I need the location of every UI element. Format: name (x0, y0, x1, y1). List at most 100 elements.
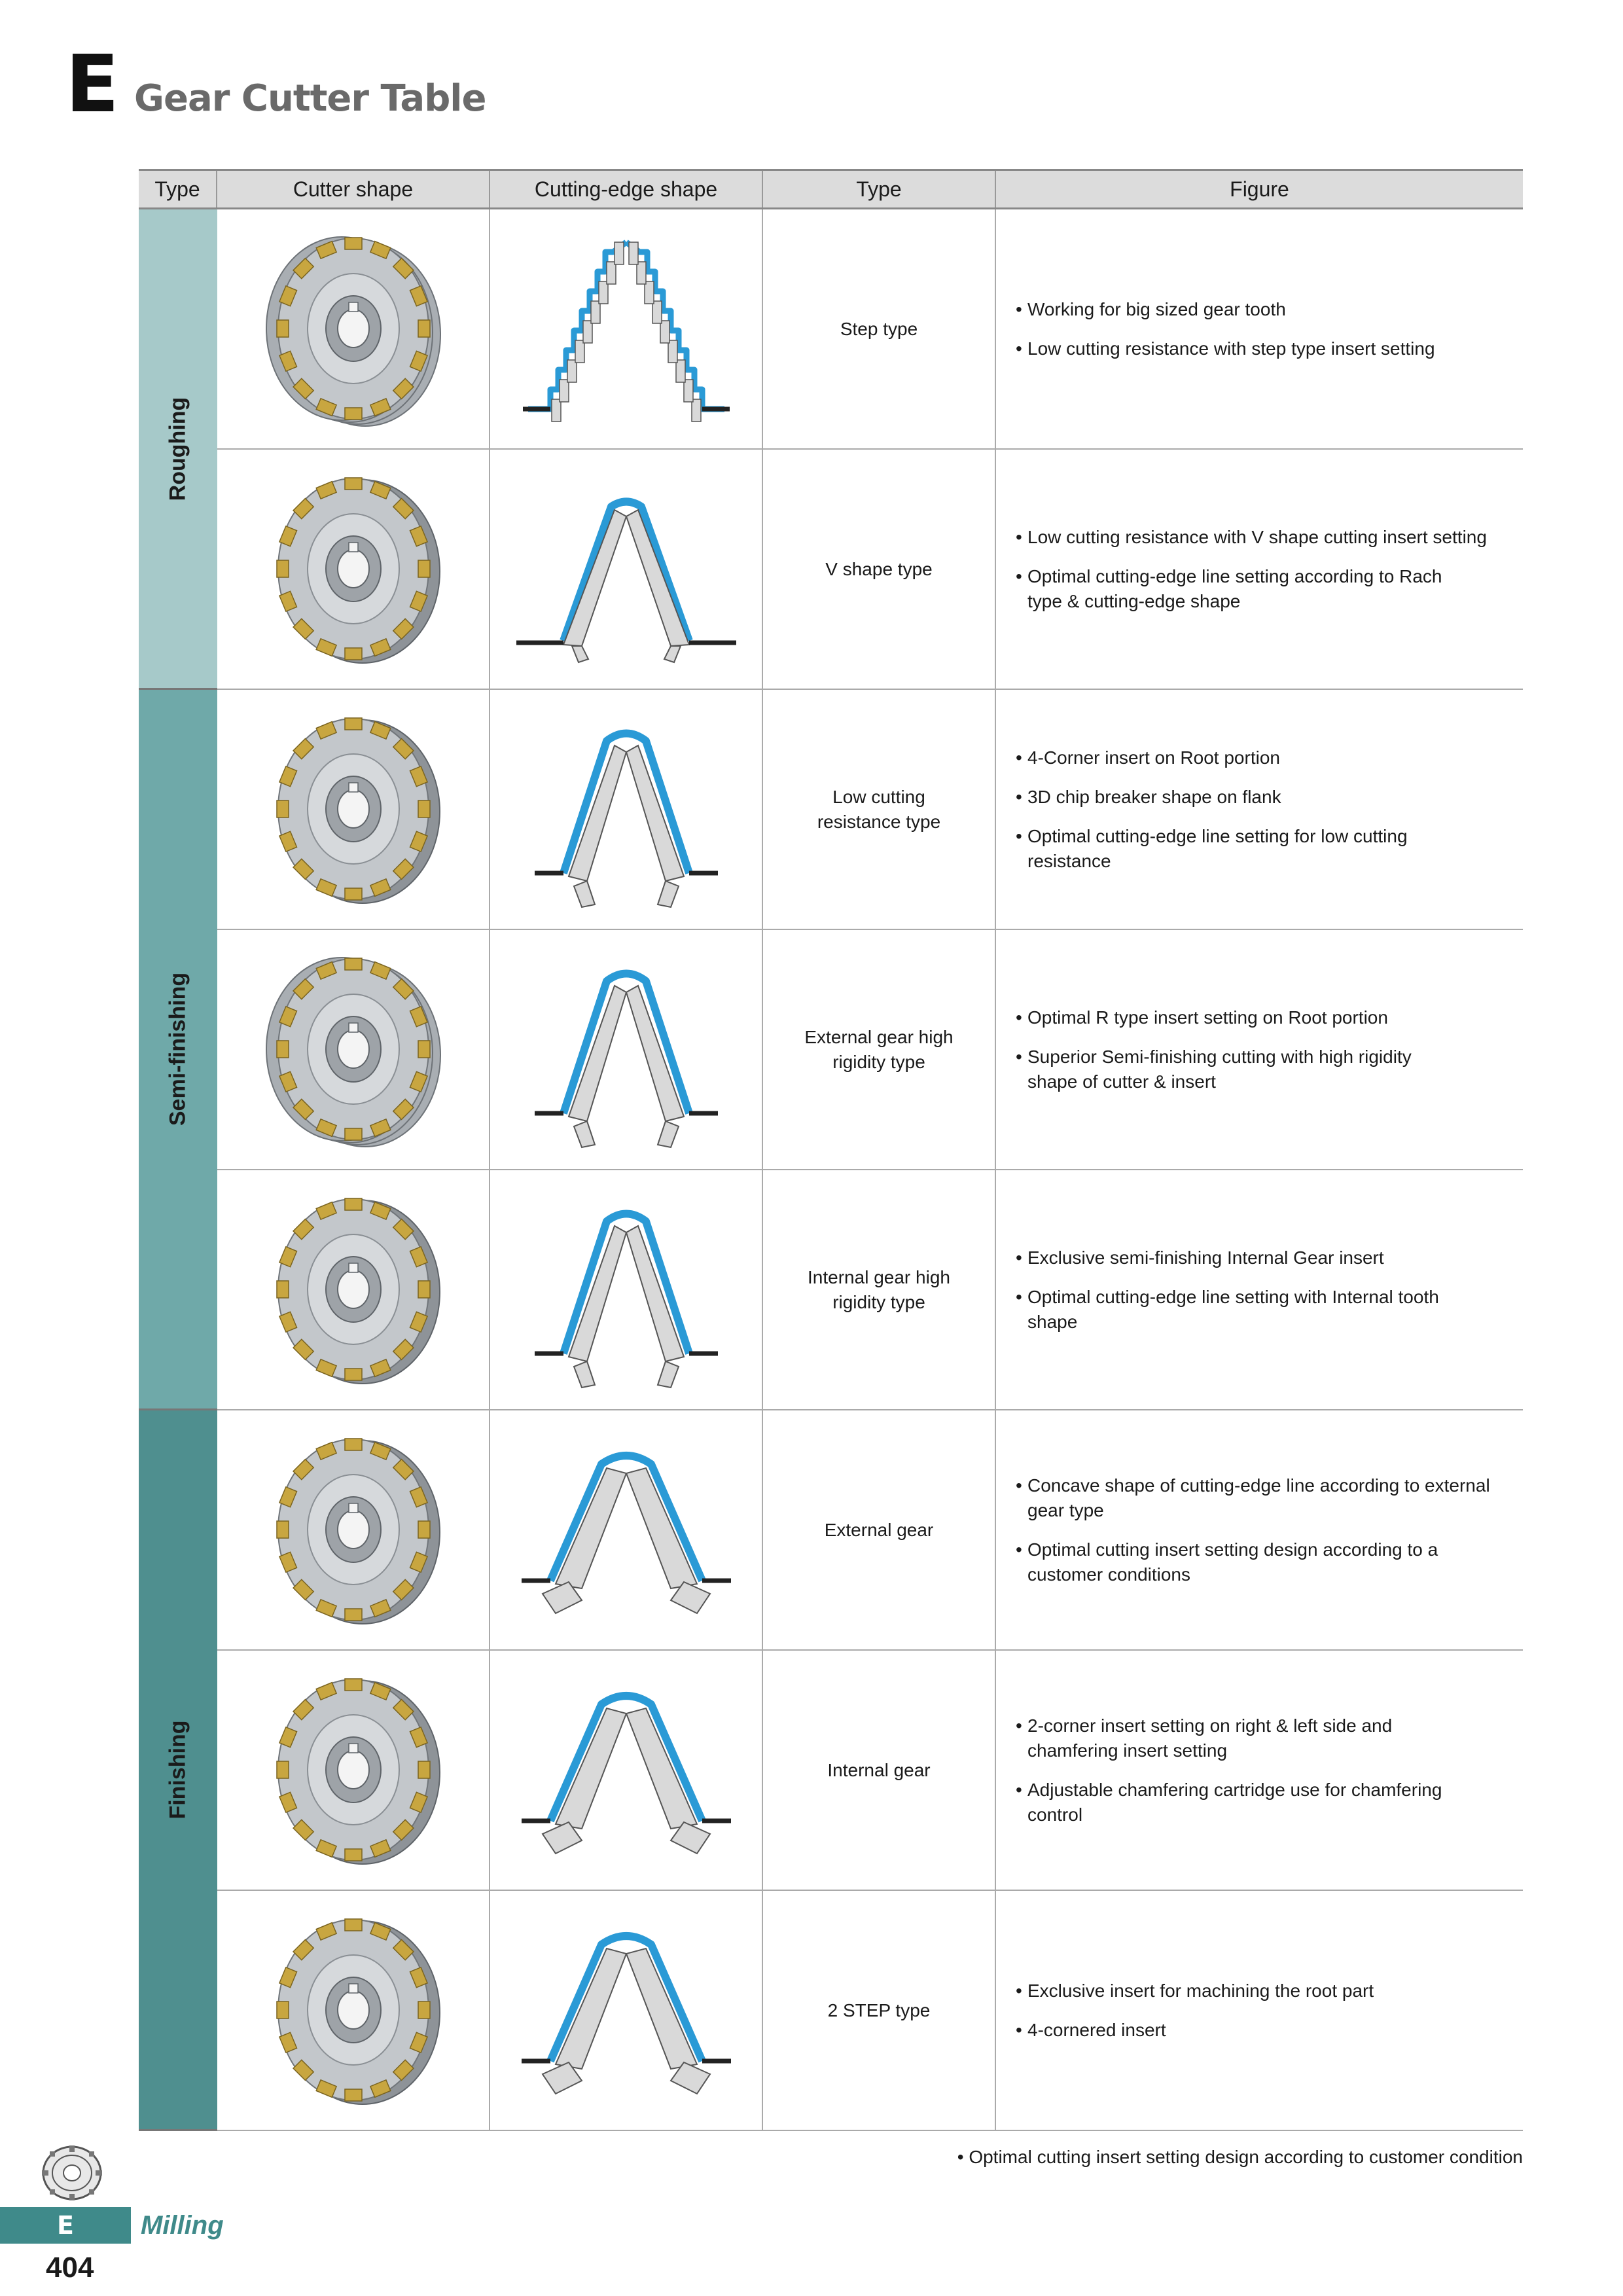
cutter-shape-cell (217, 1170, 490, 1409)
figure-item: Working for big sized gear tooth (1016, 297, 1516, 322)
gear-cutter-image (276, 477, 440, 664)
figure-item: 2-corner insert setting on right & left … (1016, 1713, 1516, 1763)
cutter-shape-cell (217, 690, 490, 929)
cutter-shape-cell (217, 1410, 490, 1649)
cutter-shape-cell (217, 209, 490, 448)
cutting-edge-diagram (522, 1692, 731, 1855)
figure-list: Optimal R type insert setting on Root po… (1016, 1005, 1516, 1094)
group-label: Semi-finishing (165, 972, 190, 1126)
type-cell: V shape type (763, 450, 996, 689)
figure-item: Superior Semi-finishing cutting with hig… (1016, 1045, 1516, 1094)
figure-list: Exclusive insert for machining the root … (1016, 1979, 1516, 2043)
type-cell: Internal gear (763, 1651, 996, 1890)
cutting-edge-diagram (522, 1932, 731, 2095)
gear-cutter-image (276, 1918, 440, 2105)
figure-list: 4-Corner insert on Root portion3D chip b… (1016, 745, 1516, 874)
figure-item: Optimal cutting-edge line setting accord… (1016, 564, 1516, 614)
type-label: V shape type (825, 558, 933, 579)
cutting-edge-diagram (516, 497, 736, 664)
cutting-edge-diagram (522, 1452, 731, 1615)
group-label: Roughing (165, 397, 190, 501)
cutter-shape-cell (217, 1651, 490, 1890)
figure-item: Optimal cutting-edge line setting with I… (1016, 1285, 1516, 1335)
cutting-edge-diagram (523, 240, 730, 422)
table-row: Low cutting resistance type 4-Corner inse… (217, 690, 1523, 930)
figure-item: Exclusive insert for machining the root … (1016, 1979, 1516, 2003)
figure-item: Low cutting resistance with V shape cutt… (1016, 525, 1516, 550)
table-row: Internal gear 2-corner insert setting on … (217, 1651, 1523, 1891)
figure-list: Working for big sized gear toothLow cutt… (1016, 297, 1516, 361)
header-figure: Figure (1230, 177, 1289, 201)
section-letter: E (65, 39, 119, 130)
figure-item: 4-cornered insert (1016, 2018, 1516, 2043)
cutter-shape-cell (217, 450, 490, 689)
type-cell: Step type (763, 209, 996, 448)
cutting-edge-diagram (535, 729, 718, 908)
cutting-edge-cell (490, 690, 763, 929)
figure-cell: Concave shape of cutting-edge line accor… (996, 1410, 1523, 1649)
cutter-shape-cell (217, 930, 490, 1169)
table-header: Type Cutter shape Cutting-edge shape Typ… (139, 169, 1523, 209)
gear-cutter-image (266, 957, 441, 1147)
header-type: Type (763, 171, 996, 207)
cutter-logo-icon (42, 2145, 102, 2200)
table-row: External gear Concave shape of cutting-ed… (217, 1410, 1523, 1651)
group-0: Roughing (139, 209, 217, 690)
table-row: V shape type Low cutting resistance with … (217, 450, 1523, 690)
section-badge: E (0, 2207, 131, 2244)
cutting-edge-cell (490, 450, 763, 689)
figure-item: Optimal R type insert setting on Root po… (1016, 1005, 1516, 1030)
figure-list: Low cutting resistance with V shape cutt… (1016, 525, 1516, 614)
type-label: 2 STEP type (827, 2000, 931, 2020)
group-1: Semi-finishing (139, 690, 217, 1410)
type-label: External gear (824, 1519, 934, 1540)
figure-cell: Low cutting resistance with V shape cutt… (996, 450, 1523, 689)
type-label: Step type (840, 318, 918, 339)
type-label: Low cutting resistance type (817, 786, 941, 832)
type-cell: External gear (763, 1410, 996, 1649)
header-type-group: Type (139, 171, 217, 207)
figure-cell: Optimal R type insert setting on Root po… (996, 930, 1523, 1169)
section-label: Milling (141, 2211, 224, 2240)
table-row: External gear high rigidity type Optimal … (217, 930, 1523, 1170)
gear-cutter-image (276, 1438, 440, 1624)
figure-item: Concave shape of cutting-edge line accor… (1016, 1473, 1516, 1523)
cutting-edge-cell (490, 209, 763, 448)
page-title: Gear Cutter Table (134, 77, 486, 120)
gear-cutter-table: Type Cutter shape Cutting-edge shape Typ… (139, 169, 1523, 2131)
figure-item: Optimal cutting-edge line setting for lo… (1016, 824, 1516, 874)
type-label: Internal gear (827, 1759, 931, 1780)
type-cell: Low cutting resistance type (763, 690, 996, 929)
cutting-edge-diagram (535, 1210, 718, 1389)
cutting-edge-diagram (535, 969, 718, 1149)
cutting-edge-cell (490, 930, 763, 1169)
type-label: External gear high rigidity type (804, 1026, 954, 1072)
cutting-edge-cell (490, 1410, 763, 1649)
figure-cell: 4-Corner insert on Root portion3D chip b… (996, 690, 1523, 929)
figure-cell: Exclusive insert for machining the root … (996, 1891, 1523, 2130)
figure-list: Exclusive semi-finishing Internal Gear i… (1016, 1246, 1516, 1335)
type-cell: Internal gear high rigidity type (763, 1170, 996, 1409)
cutter-shape-cell (217, 1891, 490, 2130)
figure-item: 4-Corner insert on Root portion (1016, 745, 1516, 770)
footnote: • Optimal cutting insert setting design … (957, 2147, 1523, 2167)
table-row: Internal gear high rigidity type Exclusiv… (217, 1170, 1523, 1410)
header-cutter-shape: Cutter shape (217, 171, 490, 207)
gear-cutter-image (276, 717, 440, 904)
figure-list: 2-corner insert setting on right & left … (1016, 1713, 1516, 1827)
type-label: Internal gear high rigidity type (808, 1266, 950, 1312)
figure-item: Low cutting resistance with step type in… (1016, 336, 1516, 361)
gear-cutter-image (276, 1678, 440, 1865)
type-cell: External gear high rigidity type (763, 930, 996, 1169)
table-row: Step type Working for big sized gear toot… (217, 209, 1523, 450)
figure-cell: Working for big sized gear toothLow cutt… (996, 209, 1523, 448)
group-label: Finishing (165, 1720, 190, 1820)
table-row: 2 STEP type Exclusive insert for machinin… (217, 1891, 1523, 2131)
gear-cutter-image (276, 1198, 440, 1384)
type-cell: 2 STEP type (763, 1891, 996, 2130)
figure-item: Optimal cutting insert setting design ac… (1016, 1537, 1516, 1587)
figure-cell: Exclusive semi-finishing Internal Gear i… (996, 1170, 1523, 1409)
figure-cell: 2-corner insert setting on right & left … (996, 1651, 1523, 1890)
figure-item: Exclusive semi-finishing Internal Gear i… (1016, 1246, 1516, 1270)
figure-list: Concave shape of cutting-edge line accor… (1016, 1473, 1516, 1587)
